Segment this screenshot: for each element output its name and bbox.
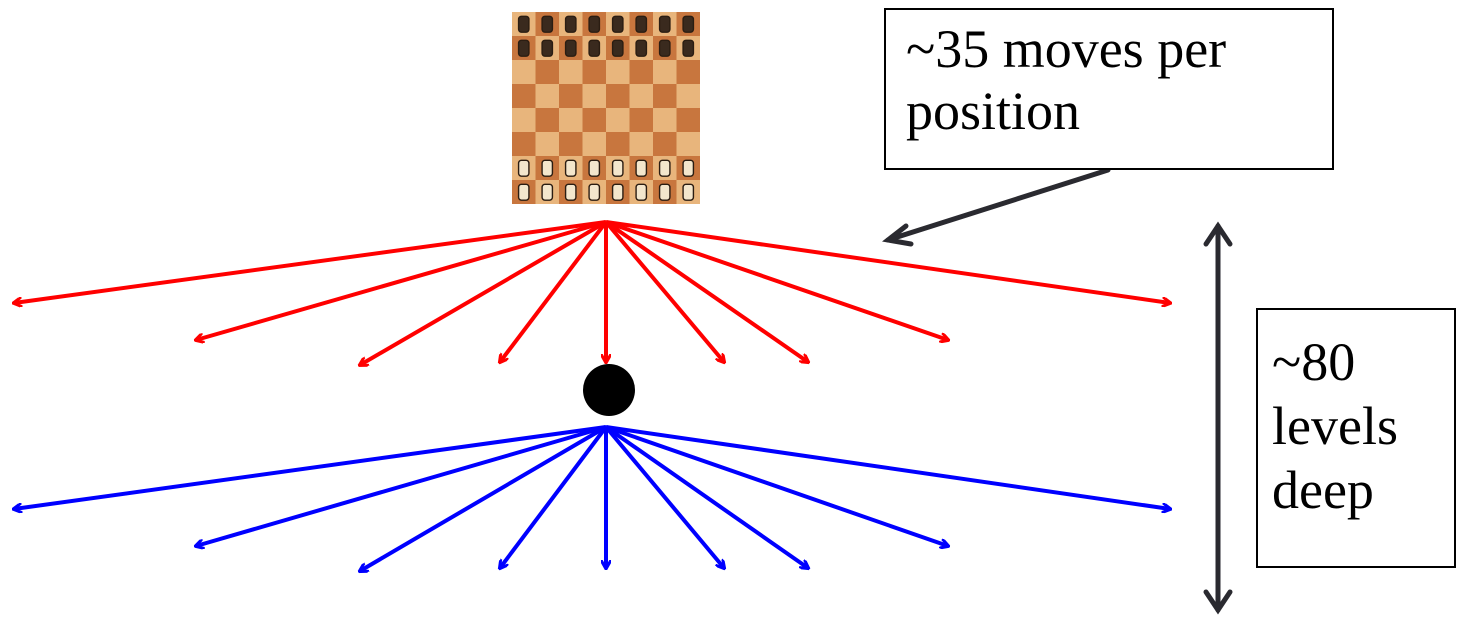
move-arrow-level-1 — [605, 220, 948, 340]
chess-piece-icon — [611, 159, 624, 177]
move-arrow-level-1 — [360, 220, 608, 365]
pointer-arrow-icon — [882, 167, 1111, 247]
levels-callout-line-3: deep — [1272, 460, 1374, 520]
moves-callout-line-1: ~35 moves per — [906, 19, 1227, 79]
levels-callout-line-1: ~80 — [1272, 332, 1356, 392]
chess-piece-icon — [658, 15, 671, 33]
chess-piece-icon — [611, 39, 624, 57]
chess-piece-icon — [635, 15, 648, 33]
chess-piece-icon — [588, 15, 601, 33]
move-arrow-level-1 — [604, 220, 808, 362]
move-arrow-level-2 — [14, 425, 607, 509]
move-arrow-level-1 — [605, 220, 1170, 303]
levels-callout-line-2: levels — [1272, 396, 1398, 456]
chess-piece-icon — [658, 39, 671, 57]
chess-piece-icon — [564, 159, 577, 177]
chess-piece-icon — [611, 183, 624, 201]
chess-piece-icon — [541, 15, 554, 33]
chess-piece-icon — [541, 183, 554, 201]
chess-piece-icon — [658, 159, 671, 177]
chess-piece-icon — [564, 15, 577, 33]
chess-piece-icon — [658, 183, 671, 201]
chess-piece-icon — [682, 159, 695, 177]
first-level-move-arrows — [14, 220, 1170, 365]
chess-piece-icon — [635, 159, 648, 177]
chess-piece-icon — [588, 159, 601, 177]
move-arrow-level-2 — [604, 425, 808, 568]
chess-piece-icon — [635, 183, 648, 201]
chess-piece-icon — [517, 183, 530, 201]
move-arrow-level-2 — [196, 425, 607, 546]
move-arrow-level-1 — [500, 220, 608, 362]
chess-piece-icon — [564, 39, 577, 57]
move-arrow-level-1 — [14, 220, 607, 303]
move-arrow-level-2 — [500, 425, 608, 568]
depth-arrow-icon — [1203, 221, 1233, 615]
chess-piece-icon — [588, 183, 601, 201]
chess-piece-icon — [517, 39, 530, 57]
chess-piece-icon — [541, 39, 554, 57]
chess-piece-icon — [541, 159, 554, 177]
moves-per-position-callout: ~35 moves per position — [884, 8, 1334, 170]
chess-piece-icon — [682, 39, 695, 57]
chess-piece-icon — [564, 183, 577, 201]
chess-piece-icon — [682, 183, 695, 201]
move-arrow-level-2 — [360, 425, 608, 571]
chess-piece-icon — [588, 39, 601, 57]
chess-piece-icon — [635, 39, 648, 57]
levels-deep-callout: ~80 levels deep — [1256, 308, 1456, 568]
chess-piece-icon — [682, 15, 695, 33]
move-arrow-level-2 — [604, 425, 724, 568]
position-node-icon — [583, 364, 635, 416]
second-level-move-arrows — [14, 425, 1170, 571]
chess-piece-icon — [611, 15, 624, 33]
chess-piece-icon — [517, 15, 530, 33]
move-arrow-level-2 — [605, 425, 948, 546]
move-arrow-level-1 — [196, 220, 607, 340]
chessboard-icon — [512, 12, 700, 204]
move-arrow-level-1 — [604, 220, 724, 362]
chess-piece-icon — [517, 159, 530, 177]
moves-callout-line-2: position — [906, 81, 1081, 141]
move-arrow-level-2 — [605, 425, 1170, 509]
